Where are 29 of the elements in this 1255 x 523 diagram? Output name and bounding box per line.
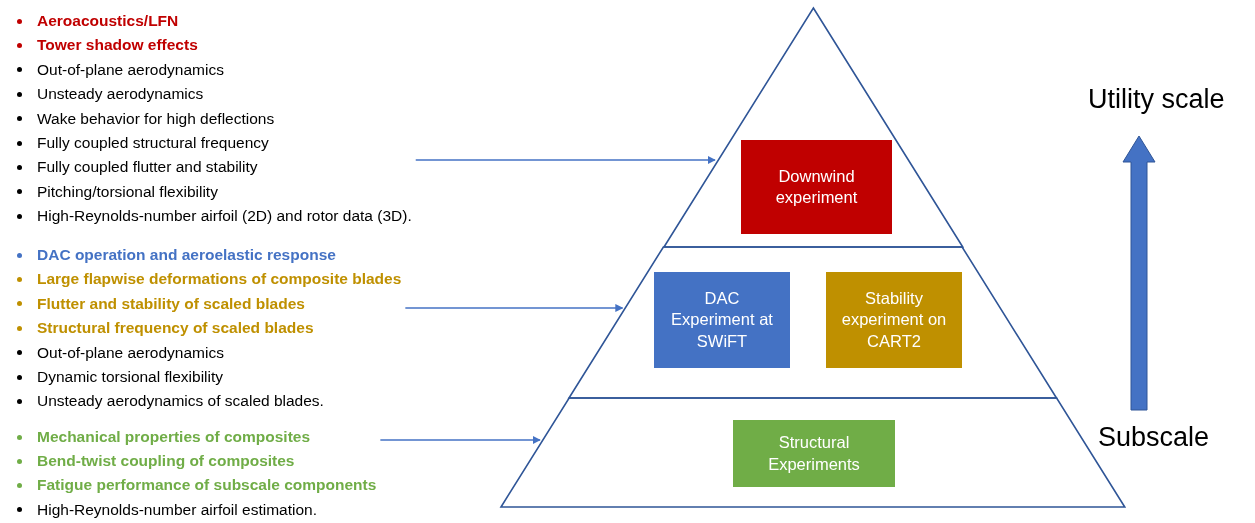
experiment-box: Structural Experiments [733, 420, 895, 487]
arrow [379, 436, 541, 444]
experiment-box: Stability experiment on CART2 [826, 272, 962, 368]
bullet-item: Unsteady aerodynamics [37, 85, 204, 103]
bullet-item: Out-of-plane aerodynamics [37, 343, 224, 361]
arrow [404, 304, 624, 312]
bullet-item: Dynamic torsional flexibility [37, 367, 224, 385]
bullet-item: Fatigue performance of subscale components [37, 476, 377, 494]
bullet-item: Pitching/torsional flexibility [37, 182, 218, 200]
bullet-item: Large flapwise deformations of composite blades [37, 270, 402, 288]
experiment-box: DAC Experiment at SWiFT [654, 272, 790, 368]
bullet-item: Bend-twist coupling of composites [37, 452, 295, 470]
bullet-item: Flutter and stability of scaled blades [37, 294, 305, 312]
bullet-item: Mechanical properties of composites [37, 428, 311, 445]
bullet-item: Aeroacoustics/LFN [37, 12, 179, 29]
bullet-item: High-Reynolds-number airfoil (2D) and rotor data (3D). [37, 207, 412, 225]
bullet-item: Unsteady aerodynamics of scaled blades. [37, 392, 324, 410]
bullet-item: High-Reynolds-number airfoil estimation. [37, 500, 317, 518]
experiment-box: Downwind experiment [741, 140, 892, 234]
bullet-item: Wake behavior for high deflections [37, 109, 275, 127]
arrow [415, 156, 716, 164]
scale-label: Subscale [1098, 422, 1210, 453]
bullet-item: Tower shadow effects [37, 36, 198, 54]
bullet-item: Fully coupled flutter and stability [37, 158, 258, 176]
bullet-item: Out-of-plane aerodynamics [37, 60, 224, 78]
bullet-item: Structural frequency of scaled blades [37, 319, 314, 337]
bullet-item: Fully coupled structural frequency [37, 133, 269, 151]
bullet-item: DAC operation and aeroelastic response [37, 246, 336, 263]
scale-label: Utility scale [1088, 84, 1225, 115]
